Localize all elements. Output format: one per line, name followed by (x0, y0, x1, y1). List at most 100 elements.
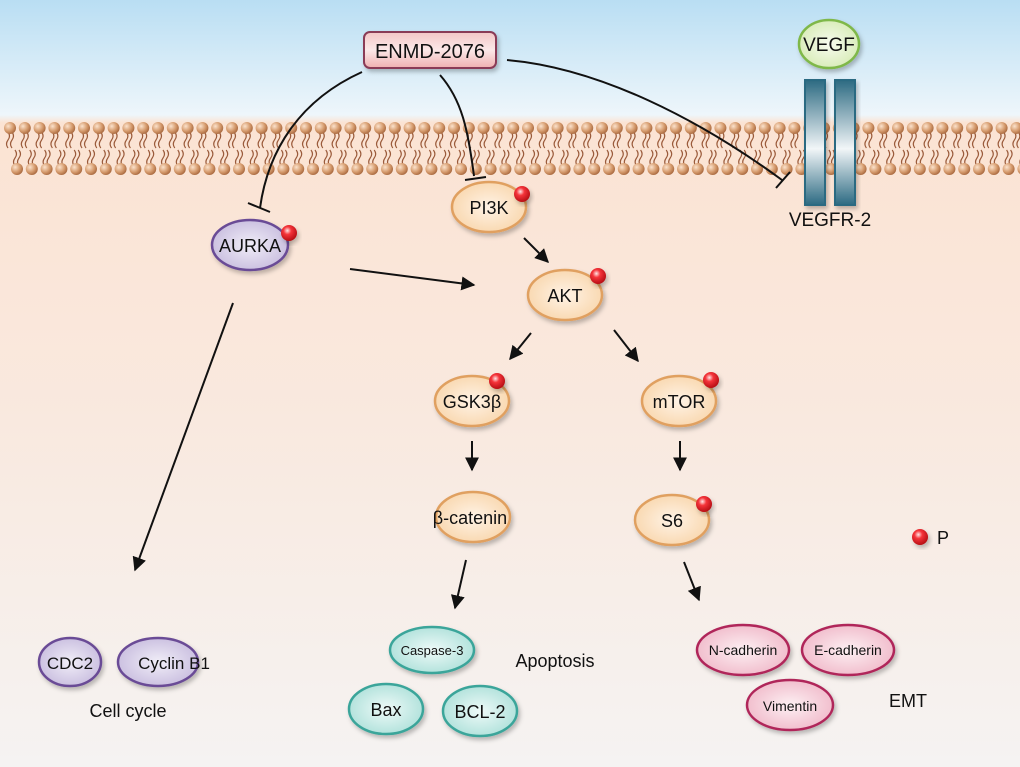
phospho-legend-label: P (937, 528, 949, 548)
bcl2-node[interactable]: BCL-2 (441, 684, 519, 738)
akt-to-gsk3b-arrow (509, 332, 532, 361)
lipid-head (951, 122, 964, 134)
lipid-head (381, 163, 393, 175)
lipid-head (610, 122, 623, 134)
lipid-head (522, 122, 534, 134)
bcatenin-to-apoptosis-arrow (450, 559, 467, 610)
lipid-head (351, 163, 364, 175)
lipid-head (729, 122, 742, 134)
inhibition-edges (247, 59, 791, 213)
lipid-head (137, 122, 150, 134)
lipid-head (188, 163, 201, 175)
lipid-head (33, 122, 46, 134)
lipid-head (966, 122, 978, 134)
lipid-head (877, 122, 890, 134)
lipid-head (773, 122, 786, 134)
lipid-head (425, 163, 438, 175)
cyclinb1-label: Cyclin B1 (138, 654, 210, 673)
vegfr2-receptor[interactable] (804, 79, 856, 206)
lipid-head (374, 122, 386, 134)
mtor-node[interactable]: mTOR (640, 372, 719, 428)
lipid-head (892, 122, 904, 134)
lipid-head (536, 122, 549, 134)
lipid-head (55, 163, 68, 175)
lipid-head (596, 122, 608, 134)
lipid-head (270, 122, 283, 134)
lipid-head (869, 163, 882, 175)
caspase3-node[interactable]: Caspase-3 (388, 625, 476, 675)
drug-label: ENMD-2076 (375, 41, 485, 63)
lipid-head (588, 163, 601, 175)
akt-node[interactable]: AKT (526, 268, 606, 322)
lipid-head (255, 122, 268, 134)
lipid-head (40, 163, 53, 175)
s6-node[interactable]: S6 (633, 493, 712, 547)
pi3k-node[interactable]: PI3K (450, 180, 530, 234)
lipid-head (958, 163, 971, 175)
lipid-head (632, 163, 645, 175)
ncadherin-label: N-cadherin (709, 642, 777, 658)
cyclinb1-node[interactable]: Cyclin B1 (116, 636, 210, 688)
activation-edges (132, 237, 701, 610)
lipid-head (551, 122, 564, 134)
vimentin-node[interactable]: Vimentin (745, 678, 835, 732)
lipid-head (92, 122, 105, 134)
lipid-head (581, 122, 594, 134)
aurka-to-cellcycle-arrow (132, 302, 234, 572)
bcatenin-label: β-catenin (433, 508, 507, 528)
lipid-head (758, 122, 771, 134)
bcatenin-node[interactable]: β-catenin (433, 490, 512, 544)
lipid-head (48, 122, 61, 134)
lipid-head (603, 163, 615, 175)
pi3k-to-akt-arrow (523, 237, 549, 263)
enmd-2076-drug[interactable]: ENMD-2076 (363, 31, 497, 69)
lipid-head (1010, 122, 1020, 134)
lipid-head (152, 122, 164, 134)
lipid-head (721, 163, 734, 175)
lipid-head (336, 163, 349, 175)
lipid-head (1002, 163, 1015, 175)
ncadherin-node[interactable]: N-cadherin (695, 623, 791, 677)
vegf-node[interactable]: VEGF (797, 18, 861, 70)
lipid-head (277, 163, 290, 175)
ecadherin-node[interactable]: E-cadherin (800, 623, 896, 677)
lipid-head (240, 122, 253, 134)
inhibit-vegfr2-bar (775, 171, 791, 189)
lipid-head (211, 122, 224, 134)
phospho-icon (696, 496, 712, 512)
phospho-legend: P (912, 528, 949, 548)
lipid-head (670, 122, 682, 134)
lipid-head (973, 163, 985, 175)
lipid-head (448, 122, 460, 134)
lipid-head (655, 122, 668, 134)
aurka-to-akt-arrow (349, 268, 476, 291)
aurka-node[interactable]: AURKA (210, 218, 297, 272)
lipid-head (99, 163, 112, 175)
lipid-head (107, 122, 120, 134)
akt-label: AKT (547, 286, 582, 306)
lipid-head (744, 122, 756, 134)
lipid-head (706, 163, 719, 175)
gsk3b-node[interactable]: GSK3β (433, 373, 511, 428)
lipid-head (203, 163, 216, 175)
lipid-head (321, 163, 334, 175)
lipid-head (484, 163, 497, 175)
lipid-head (366, 163, 379, 175)
cdc2-node[interactable]: CDC2 (37, 636, 103, 688)
lipid-head (129, 163, 142, 175)
lipid-head (765, 163, 778, 175)
lipid-head (329, 122, 342, 134)
phospho-icon (489, 373, 505, 389)
inhibit-pi3k-edge (439, 74, 475, 177)
bax-node[interactable]: Bax (347, 682, 425, 736)
lipid-head (780, 163, 793, 175)
apoptosis-label: Apoptosis (515, 651, 594, 671)
lipid-head (921, 122, 934, 134)
lipid-head (906, 122, 919, 134)
lipid-head (936, 122, 949, 134)
caspase3-label: Caspase-3 (401, 643, 464, 658)
lipid-head (662, 163, 675, 175)
pi3k-label: PI3K (469, 198, 508, 218)
lipid-head (4, 122, 16, 134)
